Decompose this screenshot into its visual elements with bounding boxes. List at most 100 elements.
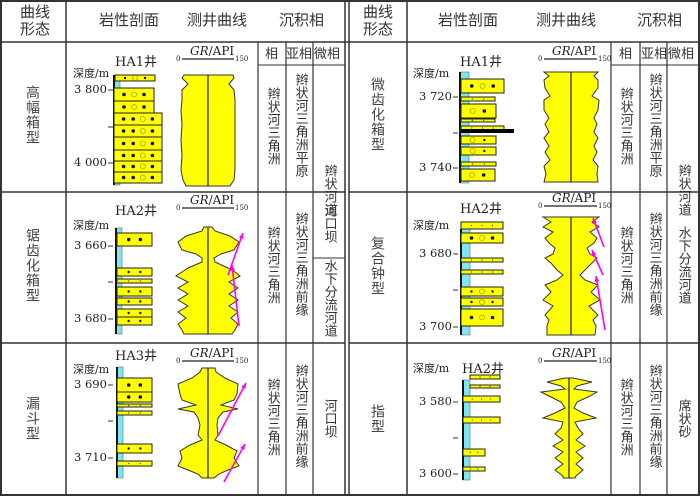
curve-shape-label: 微齿化箱型 <box>369 77 385 152</box>
grain-dot <box>481 259 483 261</box>
gr-symbol: GR <box>552 44 571 58</box>
gr-scale-max: 150 <box>235 357 249 365</box>
mudstone-column <box>462 379 471 481</box>
gr-scale-min: 0 <box>538 55 543 63</box>
facies-label: 辫状河三角洲 <box>264 377 280 456</box>
depth-tick-label: 3 740 <box>419 160 452 174</box>
grain-dot <box>143 76 147 80</box>
gr-scale-min: 0 <box>538 202 543 210</box>
grain-dot <box>479 385 481 388</box>
facies-label: 辫状河三角洲 <box>617 225 633 304</box>
header-lithology-left: 岩性剖面 <box>99 11 160 29</box>
curve-shape-label: 漏斗型 <box>24 395 40 441</box>
trend-arrow-head <box>240 444 245 450</box>
grain-dot <box>139 462 141 465</box>
grain-dot <box>491 300 494 304</box>
grain-dot <box>122 92 126 97</box>
grain-dot <box>481 173 486 177</box>
depth-tick-label: 3 690 <box>74 377 107 391</box>
grain-dot <box>126 395 131 399</box>
microfacies-label: 河口坝 <box>321 398 337 438</box>
grain-dot <box>481 127 484 129</box>
sandstone-bed <box>116 460 153 467</box>
well-name: HA3井 <box>115 349 157 364</box>
grain-dot <box>480 398 483 400</box>
grain-dot <box>470 224 473 227</box>
depth-axis-label: 深度/m <box>413 362 450 375</box>
sandstone-bed <box>116 403 153 408</box>
pebble-circle <box>139 174 146 181</box>
gr-scale-max: 150 <box>235 55 249 63</box>
microfacies-label: 辫状河道 <box>675 164 691 216</box>
pebble-circle <box>479 235 485 241</box>
pebble-circle <box>139 128 146 134</box>
header-curve-shape-left: 曲线形态 <box>20 3 51 38</box>
gr-scale-max: 150 <box>598 202 612 210</box>
pebble-circle <box>479 314 485 321</box>
grain-dot <box>128 404 130 407</box>
sandstone-bed <box>113 160 163 173</box>
gr-symbol: GR <box>190 346 209 360</box>
gr-log-title: GR/API <box>552 192 596 204</box>
grain-dot <box>483 163 485 165</box>
pebble-circle <box>139 116 146 122</box>
gr-scale-min: 0 <box>176 55 181 63</box>
grain-dot <box>139 280 141 282</box>
grain-dot <box>489 376 491 378</box>
header-curve-shape-right: 曲线形态 <box>363 3 394 38</box>
depth-tick-label: 3 800 <box>74 82 107 96</box>
pebble-circle <box>469 137 476 143</box>
microfacies-label: 水下分流河道 <box>675 225 691 304</box>
trend-arrow-shaft <box>231 264 240 327</box>
facies-label: 辫状河三角洲 <box>617 377 633 456</box>
grain-dot <box>123 76 127 80</box>
header-lithology-right: 岩性剖面 <box>438 11 499 29</box>
gr-unit: /API <box>570 44 597 58</box>
microfacies-label: 河口坝 <box>321 204 337 243</box>
grain-dot <box>139 270 142 274</box>
sandstone-bed <box>116 297 153 306</box>
grain-dot <box>480 419 483 421</box>
gr-unit: /API <box>570 191 597 205</box>
facies-label: 辫状河三角洲 <box>264 225 280 304</box>
depth-tick-label: 3 680 <box>74 311 107 325</box>
sandstone-bed <box>460 286 504 297</box>
well-name: HA2井 <box>115 204 157 219</box>
grain-dot <box>131 164 135 169</box>
trend-arrow-head <box>241 383 246 389</box>
sandstone-bed <box>116 308 153 318</box>
grain-dot <box>127 290 130 293</box>
grain-dot <box>150 141 155 146</box>
sandstone-bed <box>460 78 505 94</box>
header-facies-right: 沉积相 <box>637 11 683 29</box>
grain-dot <box>127 311 130 315</box>
sandstone-bed <box>113 171 163 184</box>
grain-dot <box>121 117 126 121</box>
grain-dot <box>470 290 473 293</box>
subheader-subfacies-left: 亚相 <box>286 47 313 62</box>
grain-dot <box>489 385 491 388</box>
gr-unit: /API <box>208 193 235 207</box>
gr-unit: /API <box>570 346 597 360</box>
microfacies-label: 席状砂 <box>675 398 691 438</box>
sandstone-bed <box>462 448 486 457</box>
grain-dot <box>491 224 494 227</box>
grain-dot <box>477 468 479 470</box>
gr-log-title: GR/API <box>190 194 234 206</box>
sandstone-bed <box>116 286 153 297</box>
grain-dot <box>126 237 131 242</box>
grain-dot <box>150 117 155 121</box>
grain-dot <box>150 175 155 180</box>
subfacies-label: 辫状河三角洲前缘 <box>646 363 662 468</box>
sandstone-bed <box>113 100 155 114</box>
curve-shape-label: 复合钟型 <box>369 235 385 296</box>
grain-dot <box>471 398 473 400</box>
grain-dot <box>131 117 135 121</box>
grain-dot <box>121 164 126 169</box>
sandstone-bed <box>113 124 163 138</box>
grain-dot <box>471 119 473 122</box>
grain-dot <box>483 138 486 142</box>
grain-dot <box>483 119 485 122</box>
subheader-microfacies-right: 微相 <box>668 47 695 62</box>
